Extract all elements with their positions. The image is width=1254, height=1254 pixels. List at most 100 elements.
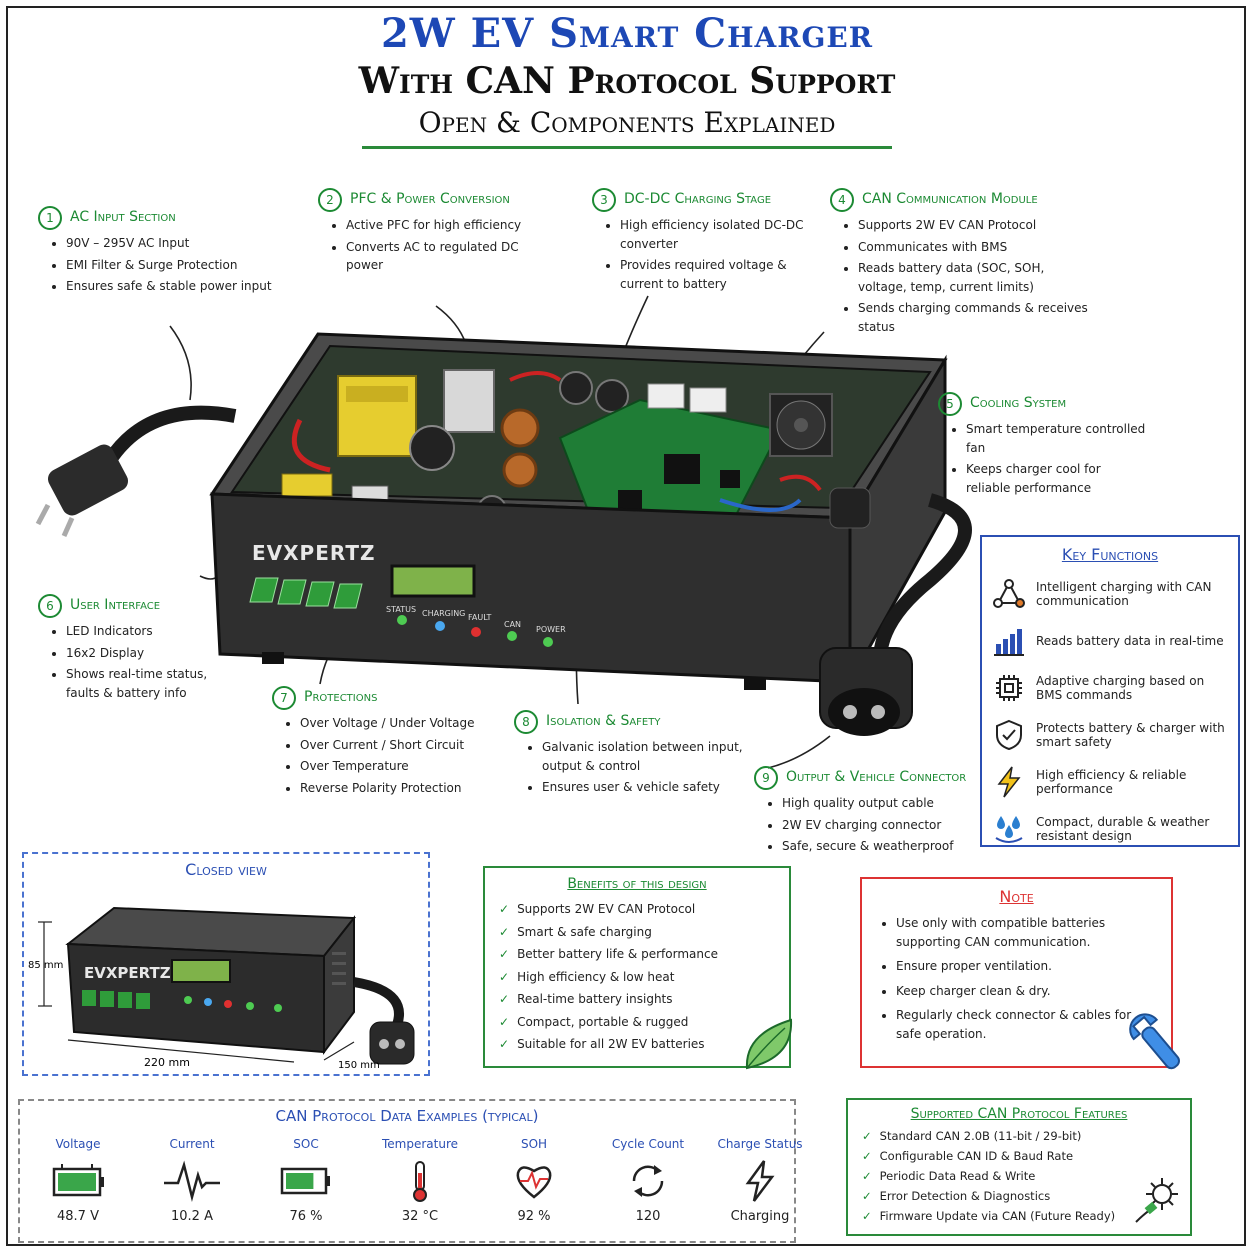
lightning-icon [997,766,1021,797]
key-function-item: Protects battery & charger with smart sa… [992,711,1228,758]
indicator-label-power: POWER [536,625,566,634]
battery-level-icon [280,1167,330,1195]
led-power [543,637,553,647]
leaf-icon [745,1018,793,1070]
bar-chart-icon [994,628,1024,656]
indicator-label-can: CAN [504,620,521,629]
arrow-ac-input [169,325,192,401]
led-charging [435,621,445,631]
indicator-label-fault: FAULT [468,613,492,622]
output-cable [873,493,972,661]
indicator-labels: STATUS CHARGING FAULT CAN POWER [386,605,566,634]
bolt-icon [745,1160,775,1202]
can-example-temperature: Temperature 32 °C [381,1137,458,1224]
open-charger-illustration: EVXPERTZ STATUS CHARGING FAULT CAN POWER [35,295,972,769]
battery-led-bars [249,577,363,609]
dimension-depth: 150 mm [338,1060,380,1071]
note-item: Use only with compatible batteries suppo… [896,914,1153,951]
benefit-item: ✓High efficiency & low heat [499,969,675,984]
closed-lcd [171,959,231,983]
note-item: Regularly check connector & cables for s… [896,1006,1153,1043]
key-function-item: High efficiency & reliable performance [992,758,1228,805]
benefits-box: Benefits of this design ✓Supports 2W EV … [483,866,793,1070]
can-example-charge-status: Charge Status Charging [717,1137,803,1224]
indicator-label-charging: CHARGING [422,609,465,618]
can-example-current: Current 10.2 A [142,1137,242,1224]
wrench-icon [1129,1013,1180,1070]
page-subheading: Open & Components Explained [418,106,836,139]
indicator-label-status: STATUS [386,605,416,614]
enclosure-front [210,492,852,684]
key-function-item: Compact, durable & weather resistant des… [992,805,1228,852]
input-plug [48,444,128,516]
brand-logo: EVXPERTZ [252,541,376,565]
key-functions-box: Key Functions Intelligent charging with … [980,535,1240,847]
page-frame [6,6,1246,1246]
benefit-item: ✓Smart & safe charging [499,924,652,939]
closed-charger-illustration: EVXPERTZ 85 mm 220 mm 150 mm [28,906,415,1071]
network-icon [993,578,1025,608]
chip-icon [996,674,1022,701]
led-status [397,615,407,625]
battery-icon [52,1164,104,1197]
cycle-icon [632,1165,664,1197]
waveform-icon [164,1160,220,1202]
heatsink [443,369,495,433]
arrow-output [767,735,831,769]
led-fault [471,627,481,637]
can-feature-item: ✓Standard CAN 2.0B (11-bit / 29-bit) [862,1129,1082,1143]
water-drops-icon [995,815,1023,843]
key-function-item: Intelligent charging with CAN communicat… [992,570,1228,617]
can-features-box: Supported CAN Protocol Features ✓Standar… [846,1098,1192,1236]
input-cable [104,405,237,465]
can-example-soh: SOH 92 % [484,1137,584,1224]
can-example-voltage: Voltage 48.7 V [28,1137,128,1224]
benefit-item: ✓Compact, portable & rugged [499,1014,689,1029]
shield-check-icon [996,719,1022,750]
dimension-height: 85 mm [28,960,63,971]
led-can [507,631,517,641]
dimension-width: 220 mm [144,1056,190,1069]
gear-plug-icon [1135,1178,1178,1223]
note-box: Note Use only with compatible batteries … [860,877,1180,1070]
benefit-item: ✓Supports 2W EV CAN Protocol [499,902,696,916]
can-feature-item: ✓Error Detection & Diagnostics [862,1189,1051,1203]
can-feature-item: ✓Firmware Update via CAN (Future Ready) [862,1209,1116,1223]
closed-view-box: Closed view EVXPERTZ 85 mm 220 mm 150 mm [22,852,430,1076]
can-data-examples-box: CAN Protocol Data Examples (typical) Vol… [18,1099,803,1243]
closed-view-title: Closed view [185,860,267,879]
benefit-item: ✓Better battery life & performance [499,947,718,961]
heart-pulse-icon [516,1166,552,1199]
thermometer-icon [413,1161,427,1202]
can-feature-item: ✓Periodic Data Read & Write [862,1169,1036,1183]
page-subtitle: With CAN Protocol Support [358,60,896,102]
capacitor [409,425,455,471]
can-feature-item: ✓Configurable CAN ID & Baud Rate [862,1149,1074,1163]
note-title: Note [999,887,1034,906]
note-item: Keep charger clean & dry. [896,982,1153,1001]
can-examples-title: CAN Protocol Data Examples (typical) [275,1107,539,1125]
toroid-inductor [500,408,540,448]
note-item: Ensure proper ventilation. [896,957,1153,976]
benefits-title: Benefits of this design [567,876,707,892]
key-functions-title: Key Functions [1061,545,1159,564]
can-example-cycle-count: Cycle Count 120 [611,1137,685,1224]
benefit-item: ✓Real-time battery insights [499,992,673,1006]
lcd-display [390,564,476,598]
benefit-item: ✓Suitable for all 2W EV batteries [499,1037,705,1051]
closed-brand-logo: EVXPERTZ [84,964,171,982]
can-features-title: Supported CAN Protocol Features [910,1106,1128,1122]
section-ac-input: 1AC Input Section 90V – 295V AC Input EM… [38,206,278,299]
key-function-item: Adaptive charging based on BMS commands [992,664,1228,711]
page-title: 2W EV Smart Charger [380,10,874,57]
key-function-item: Reads battery data in real-time [992,617,1228,664]
title-underline [362,146,892,149]
can-example-soc: SOC 76 % [256,1137,356,1224]
